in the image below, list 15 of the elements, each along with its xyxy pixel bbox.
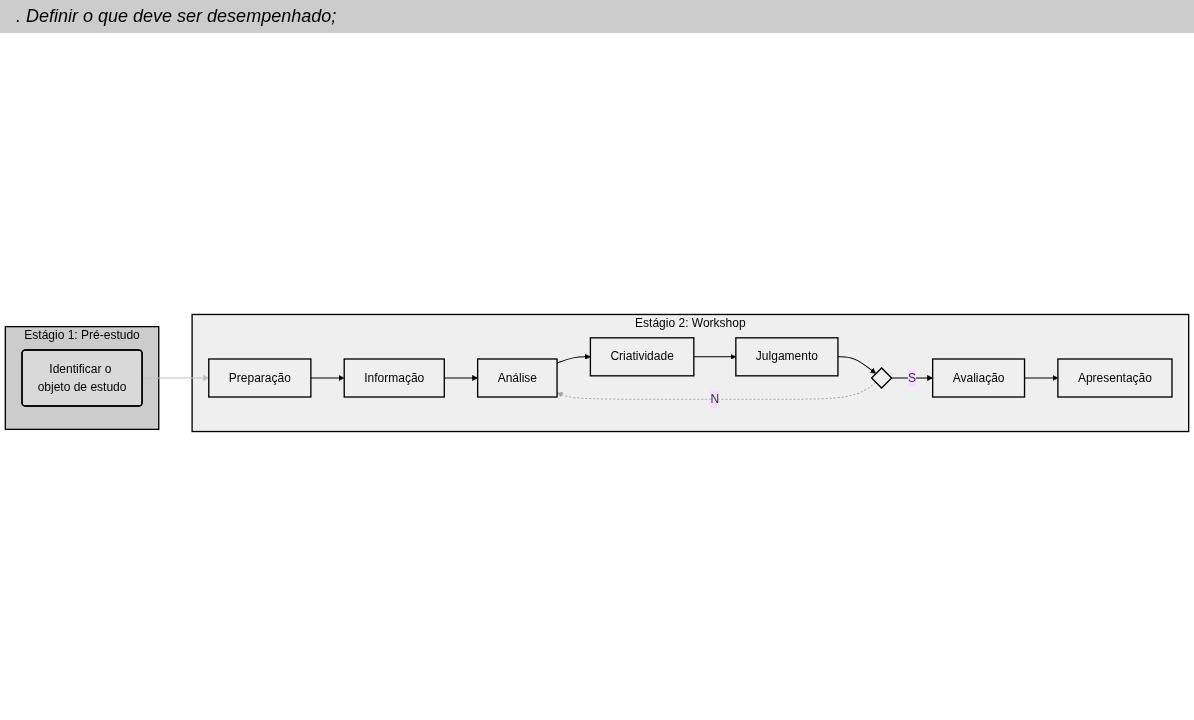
edge-label: S <box>907 371 916 385</box>
note-text: . Definir o que deve ser desempenhado; <box>16 6 338 27</box>
node-box: Criatividade <box>589 337 695 377</box>
node-box: Análise <box>477 358 558 398</box>
node-box: Apresentação <box>1057 358 1173 398</box>
node-diamond <box>870 367 893 389</box>
arrow <box>310 375 345 381</box>
node-box: Informação <box>343 358 445 398</box>
arrow <box>837 356 876 374</box>
arrow <box>890 375 933 381</box>
arrow <box>556 381 877 400</box>
edge-label: N <box>710 392 720 406</box>
node-box: Preparação <box>208 358 312 398</box>
node-box: Julgamento <box>735 337 839 377</box>
node-box: Avaliação <box>932 358 1026 398</box>
